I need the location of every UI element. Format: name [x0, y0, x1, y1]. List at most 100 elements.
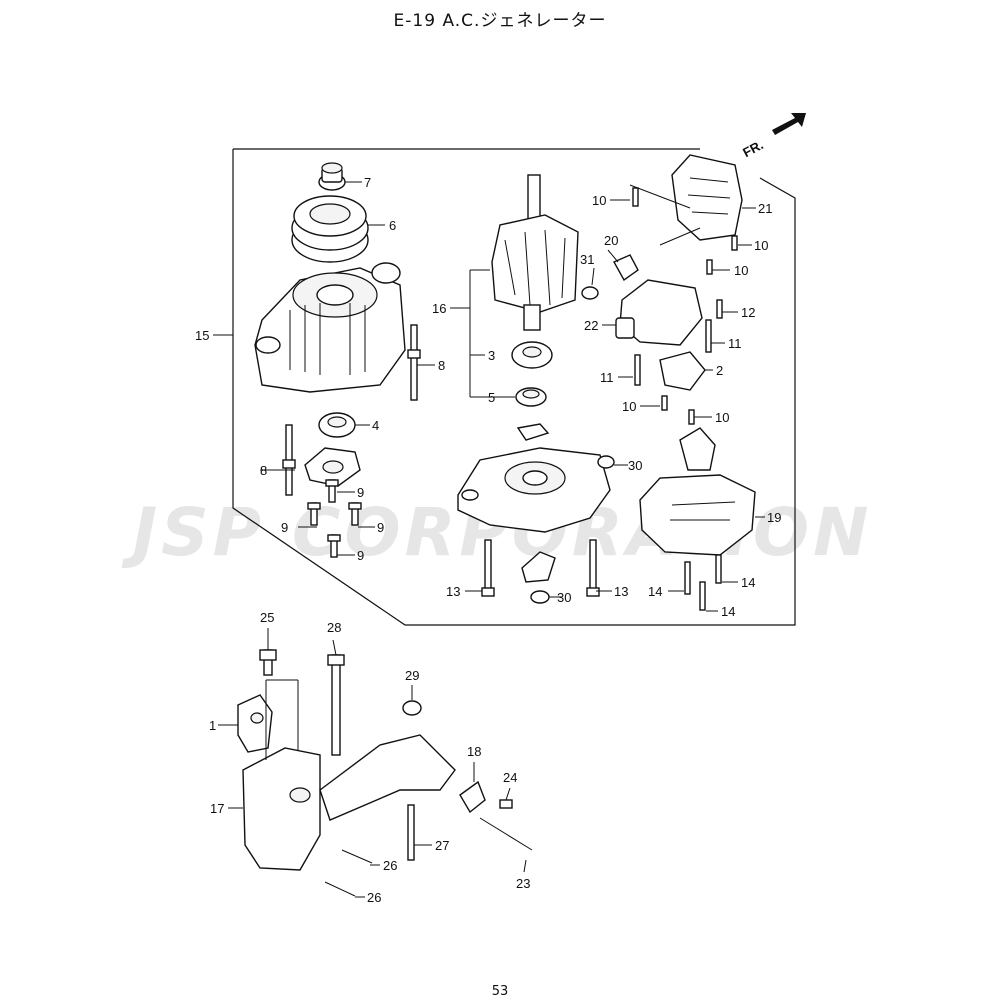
screw-part-9-c: [348, 502, 362, 526]
bolt-part-25: [259, 649, 277, 676]
callout-20: 20: [604, 233, 618, 248]
bearing-part-3: [511, 341, 553, 369]
brush-holder-part-2: [659, 351, 706, 391]
nut-part-30-upper: [597, 455, 615, 469]
callout-8-lower: 8: [260, 463, 267, 478]
callout-21: 21: [758, 201, 772, 216]
screw-part-11-a: [705, 319, 712, 353]
callout-30-upper: 30: [628, 458, 642, 473]
callout-10-c: 10: [734, 263, 748, 278]
assembly-frame: [232, 149, 796, 626]
through-bolt-part-8-lower: [282, 424, 296, 496]
bolt-part-23: [479, 817, 533, 851]
screw-part-10-c: [706, 259, 713, 275]
callout-26-upper: 26: [383, 858, 397, 873]
screw-part-10-d: [661, 395, 668, 411]
callout-19: 19: [767, 510, 781, 525]
regulator-part-22: [615, 279, 703, 346]
callout-6: 6: [389, 218, 396, 233]
bolt-part-28: [327, 654, 345, 756]
callout-13-right: 13: [614, 584, 628, 599]
pulley-part-6: [291, 195, 369, 263]
callout-1: 1: [209, 718, 216, 733]
screw-part-12: [716, 299, 723, 319]
nut-part-31: [581, 286, 599, 300]
callout-8-upper: 8: [438, 358, 445, 373]
callout-17: 17: [210, 801, 224, 816]
callout-16: 16: [432, 301, 446, 316]
callout-29: 29: [405, 668, 419, 683]
screw-part-14-c: [699, 581, 706, 611]
screw-part-10-b: [731, 235, 738, 251]
callout-11-a: 11: [728, 336, 742, 351]
retainer-plate: [304, 447, 361, 487]
nut-part-29: [402, 700, 422, 716]
screw-part-14-a: [684, 561, 691, 595]
bolt-part-13-right: [586, 539, 600, 597]
callout-18: 18: [467, 744, 481, 759]
nut-part-7: [318, 162, 346, 191]
plate-part-18: [459, 780, 486, 814]
rectifier-part-21: [659, 154, 743, 246]
callout-24: 24: [503, 770, 517, 785]
screw-part-10-e: [688, 409, 695, 425]
callout-9-a: 9: [357, 485, 364, 500]
bearing-part-4: [318, 412, 356, 438]
bolt-part-26-upper: [341, 849, 373, 864]
small-bracket: [521, 551, 556, 583]
screw-part-10-a: [632, 187, 639, 207]
bracket-part-17: [242, 734, 456, 871]
screw-part-9-d: [327, 534, 341, 558]
callout-23: 23: [516, 876, 530, 891]
callout-14-a: 14: [648, 584, 662, 599]
terminal-part-20: [613, 254, 639, 282]
callout-15: 15: [195, 328, 209, 343]
callout-27: 27: [435, 838, 449, 853]
callout-31: 31: [580, 252, 594, 267]
bolt-part-27: [407, 804, 415, 861]
clip: [516, 423, 550, 441]
rotor-part-16: [491, 174, 579, 331]
callout-13-left: 13: [446, 584, 460, 599]
bolt-part-13-left: [481, 539, 495, 597]
callout-14-c: 14: [721, 604, 735, 619]
leader-lines: [213, 181, 765, 898]
callout-7: 7: [364, 175, 371, 190]
callout-4: 4: [372, 418, 379, 433]
callout-30-lower: 30: [557, 590, 571, 605]
callout-2: 2: [716, 363, 723, 378]
collar-part-5: [515, 387, 547, 407]
callout-12: 12: [741, 305, 755, 320]
rear-cover-part-19: [639, 427, 756, 556]
front-direction-arrow-icon: [772, 113, 806, 135]
bolt-part-26-lower: [324, 881, 356, 897]
callout-10-d: 10: [622, 399, 636, 414]
callout-9-d: 9: [357, 548, 364, 563]
callout-14-b: 14: [741, 575, 755, 590]
callout-26-lower: 26: [367, 890, 381, 905]
page-number: 53: [491, 984, 509, 999]
callout-3: 3: [488, 348, 495, 363]
nut-part-30-lower: [530, 590, 550, 604]
bolt-part-24: [499, 799, 513, 809]
screw-part-14-b: [715, 554, 722, 584]
callout-25: 25: [260, 610, 274, 625]
callout-10-b: 10: [754, 238, 768, 253]
front-housing-part-15: [254, 262, 406, 393]
screw-part-9-a: [325, 479, 339, 503]
callout-10-a: 10: [592, 193, 606, 208]
stay-part-1: [237, 694, 273, 753]
callout-9-c: 9: [377, 520, 384, 535]
screw-part-11-b: [634, 354, 641, 386]
callout-10-e: 10: [715, 410, 729, 425]
callout-5: 5: [488, 390, 495, 405]
front-direction-label: FR.: [740, 137, 766, 160]
screw-part-9-b: [307, 502, 321, 526]
callout-9-b: 9: [281, 520, 288, 535]
page-title: E-19 A.C.ジェネレーター: [393, 11, 607, 31]
rear-housing: [457, 447, 611, 533]
through-bolt-part-8-upper: [407, 324, 421, 401]
callout-22: 22: [584, 318, 598, 333]
callout-28: 28: [327, 620, 341, 635]
